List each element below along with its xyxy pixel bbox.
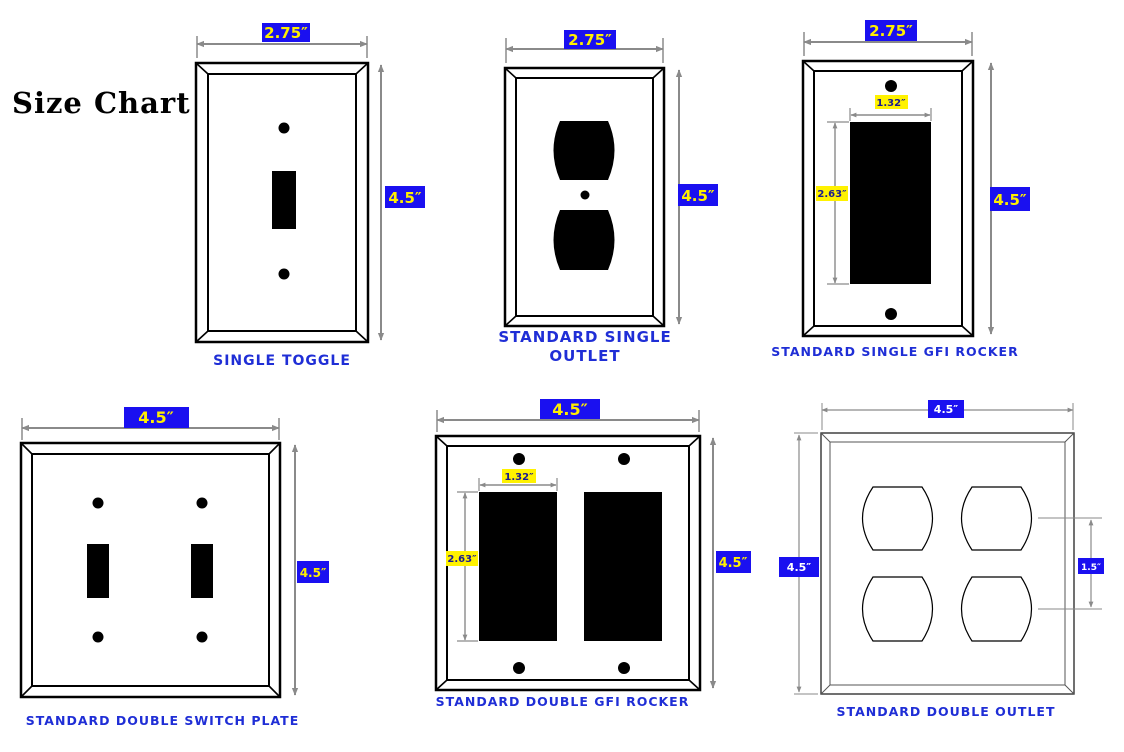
- bevel-corners: [435, 435, 701, 691]
- svg-text:2.75″: 2.75″: [869, 22, 913, 40]
- svg-text:2.63″: 2.63″: [817, 189, 847, 200]
- bevel-corners: [802, 60, 974, 337]
- plate-outline: [19, 441, 282, 699]
- svg-text:4.5″: 4.5″: [388, 189, 422, 207]
- plate-label-standard-single-outlet: STANDARD SINGLE OUTLET: [490, 328, 680, 366]
- plate-label-line: STANDARD SINGLE: [498, 328, 672, 346]
- height-tag: 4.5″: [297, 561, 329, 583]
- plate-label-standard-double-outlet: STANDARD DOUBLE OUTLET: [836, 704, 1056, 719]
- plate-inner-bevel: [829, 441, 1066, 686]
- svg-text:1.5″: 1.5″: [1081, 563, 1101, 573]
- svg-text:4.5″: 4.5″: [787, 561, 811, 574]
- outlet-receptacle: [553, 210, 615, 270]
- bevel-corners: [195, 62, 369, 343]
- page-title: Size Chart: [12, 86, 191, 120]
- opening-height-tag: 2.63″: [816, 186, 848, 201]
- height-tag: 4.5″: [385, 186, 425, 208]
- svg-text:1.32″: 1.32″: [504, 472, 534, 483]
- toggle-opening: [191, 544, 213, 598]
- svg-text:4.5″: 4.5″: [681, 187, 715, 205]
- svg-text:4.5″: 4.5″: [552, 400, 588, 419]
- screw-hole: [580, 190, 590, 200]
- width-tag: 2.75″: [262, 23, 310, 42]
- plate-standard-double-gfi-rocker: 1.32″ 2.63″ 4.5″ 4.5″: [434, 399, 751, 692]
- bevel-corners: [20, 442, 281, 698]
- plate-standard-double-outlet: 1.5″ 4.5″ 4.5″: [779, 400, 1104, 695]
- width-tag: 4.5″: [124, 407, 189, 428]
- screw-hole: [196, 631, 208, 643]
- plate-inner-bevel: [515, 77, 654, 317]
- toggle-opening: [272, 171, 296, 229]
- width-tag: 2.75″: [865, 20, 917, 41]
- plate-inner-bevel: [207, 73, 357, 332]
- plate-label-standard-double-switch: STANDARD DOUBLE SWITCH PLATE: [25, 713, 300, 728]
- bevel-corners: [504, 67, 665, 327]
- screw-hole: [513, 453, 525, 465]
- svg-text:2.75″: 2.75″: [568, 31, 612, 49]
- svg-text:2.75″: 2.75″: [264, 24, 308, 42]
- plate-label-standard-single-gfi-rocker: STANDARD SINGLE GFI ROCKER: [771, 344, 1019, 359]
- rocker-opening: [479, 492, 557, 641]
- plate-standard-double-switch: 4.5″ 4.5″: [19, 407, 329, 699]
- bevel-corners: [820, 432, 1075, 695]
- screw-hole: [618, 662, 630, 674]
- outlet-receptacle: [961, 486, 1032, 551]
- screw-hole: [92, 631, 104, 643]
- spacing-tag: 1.5″: [1078, 558, 1104, 574]
- screw-hole: [885, 80, 897, 92]
- opening-width-tag: 1.32″: [875, 95, 908, 109]
- rocker-opening: [584, 492, 662, 641]
- opening-width-tag: 1.32″: [502, 469, 536, 483]
- plate-label-line: OUTLET: [549, 347, 621, 365]
- toggle-opening: [87, 544, 109, 598]
- plate-inner-bevel: [31, 453, 270, 687]
- plate-standard-single-gfi-rocker: 1.32″ 2.63″ 2.75″ 4.5″: [801, 20, 1030, 338]
- outlet-receptacle: [862, 486, 933, 551]
- screw-hole: [618, 453, 630, 465]
- width-tag: 4.5″: [928, 400, 964, 418]
- screw-hole: [92, 497, 104, 509]
- opening-height-tag: 2.63″: [446, 551, 478, 566]
- width-tag: 4.5″: [540, 399, 600, 419]
- plate-single-toggle: 2.75″ 4.5″: [194, 23, 425, 344]
- svg-text:4.5″: 4.5″: [934, 403, 958, 416]
- screw-hole: [513, 662, 525, 674]
- rocker-opening: [850, 122, 931, 284]
- outlet-receptacle: [862, 576, 933, 642]
- svg-text:1.32″: 1.32″: [876, 98, 906, 109]
- screw-hole: [278, 268, 290, 280]
- height-tag: 4.5″: [716, 551, 751, 573]
- plate-label-single-toggle: SINGLE TOGGLE: [213, 353, 351, 369]
- height-tag: 4.5″: [779, 557, 819, 577]
- svg-text:2.63″: 2.63″: [447, 554, 477, 565]
- svg-text:4.5″: 4.5″: [138, 408, 174, 427]
- outlet-receptacle: [553, 121, 615, 180]
- plate-standard-single-outlet: 2.75″ 4.5″: [503, 30, 718, 328]
- svg-text:4.5″: 4.5″: [993, 191, 1027, 209]
- svg-text:4.5″: 4.5″: [719, 556, 748, 571]
- screw-hole: [885, 308, 897, 320]
- height-tag: 4.5″: [990, 187, 1030, 211]
- svg-text:4.5″: 4.5″: [300, 566, 327, 580]
- plate-inner-bevel: [813, 70, 963, 327]
- screw-hole: [278, 122, 290, 134]
- plate-label-standard-double-gfi-rocker: STANDARD DOUBLE GFI ROCKER: [435, 694, 690, 709]
- height-tag: 4.5″: [678, 184, 718, 206]
- width-tag: 2.75″: [564, 30, 616, 49]
- outlet-receptacle: [961, 576, 1032, 642]
- screw-hole: [196, 497, 208, 509]
- plate-outline: [820, 432, 1075, 695]
